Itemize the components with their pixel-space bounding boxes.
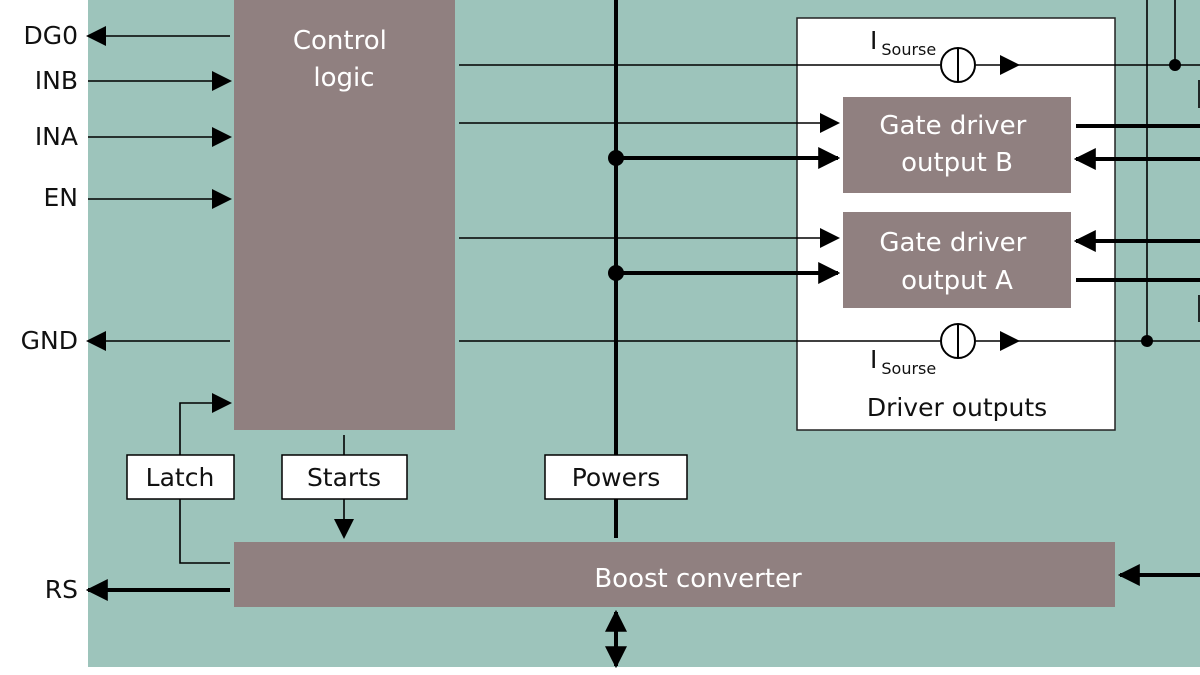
boost-converter-label: Boost converter [594, 564, 802, 594]
gate-driver-b-label-line1: Gate driver [879, 111, 1026, 141]
gate-driver-b-block [843, 97, 1071, 193]
svg-text:I Sourse: I Sourse [870, 26, 936, 59]
isource-top-symbol-text: I [870, 26, 877, 55]
starts-tag [281, 454, 408, 500]
gate-driver-a-block [843, 212, 1071, 308]
isource-top-subscript: Sourse [881, 40, 936, 59]
driver-outputs-label: Driver outputs [867, 393, 1047, 422]
gate-driver-a-label-line2: output A [901, 266, 1013, 296]
control-logic-block [234, 0, 455, 430]
powers-tag [544, 454, 688, 500]
pin-gnd-label: GND [21, 326, 78, 355]
svg-text:Gate driver output B: Gate driver output B [879, 111, 1034, 178]
svg-text:Control logic: Control logic [293, 26, 395, 93]
gate-driver-a-label-line1: Gate driver [879, 228, 1026, 258]
pin-rs-label: RS [45, 575, 78, 604]
powers-tag-label: Powers [572, 463, 661, 492]
control-logic-label-line2: logic [313, 63, 374, 93]
pin-dg0-label: DG0 [23, 21, 78, 50]
svg-text:Gate driver output A: Gate driver output A [879, 228, 1034, 296]
control-logic-label-line1: Control [293, 26, 387, 56]
pin-ina-label: INA [35, 122, 78, 151]
pin-inb-label: INB [35, 66, 78, 95]
latch-tag [126, 454, 235, 500]
isource-bottom-symbol-text: I [870, 345, 877, 374]
starts-tag-label: Starts [307, 463, 381, 492]
latch-tag-label: Latch [146, 463, 215, 492]
gate-driver-b-label-line2: output B [901, 148, 1013, 178]
isource-bottom-subscript: Sourse [881, 359, 936, 378]
svg-text:I Sourse: I Sourse [870, 345, 936, 378]
boost-converter-block [234, 542, 1115, 607]
pin-en-label: EN [44, 183, 79, 212]
